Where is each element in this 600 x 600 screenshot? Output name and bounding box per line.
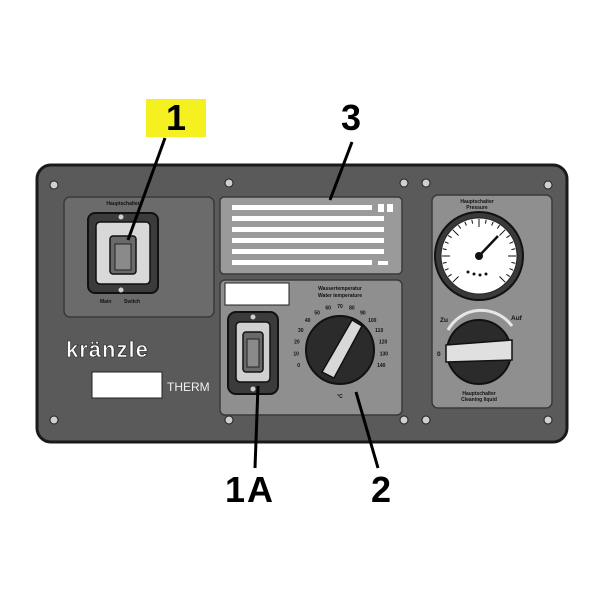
pressure-gauge-tick — [447, 234, 452, 239]
therm-label: THERM — [167, 380, 210, 394]
pressure-gauge-tick — [496, 224, 501, 229]
thermostat-scale-label: 30 — [298, 328, 304, 334]
main-switch-label-main: Main — [100, 299, 111, 305]
selector-label-top: Hauptschalter — [462, 391, 495, 397]
selector-label-open: Auf — [511, 315, 523, 322]
thermostat-label-top: Wassertemperatur — [318, 286, 362, 292]
pressure-gauge-tick — [484, 219, 487, 224]
thermostat-scale-label: 110 — [375, 328, 383, 334]
pressure-gauge-tick — [452, 276, 459, 283]
pressure-gauge-tick — [471, 219, 474, 224]
thermostat-scale-label: 0 — [297, 363, 300, 369]
pressure-gauge-tick — [457, 224, 462, 229]
pressure-label-top: Hauptschalter — [460, 199, 493, 205]
main-switch-label-switch: Switch — [124, 299, 140, 305]
pressure-gauge-tick — [452, 229, 459, 236]
leader-3 — [328, 141, 354, 201]
pressure-gauge-tick — [509, 241, 514, 244]
pressure-gauge-tick — [464, 221, 467, 226]
selector-label-closed: Zu — [440, 317, 448, 324]
thermostat-scale-label: 130 — [380, 351, 389, 357]
pressure-gauge-tick — [447, 273, 452, 278]
callout-label-plate: 3 — [341, 97, 362, 138]
pressure-gauge-dots — [466, 270, 488, 277]
thermostat-scale-label: 60 — [325, 306, 331, 312]
cleaning-liquid-knob-grip — [445, 339, 513, 363]
thermostat-scale-label: 50 — [314, 311, 320, 317]
burner-label-plate — [224, 282, 290, 306]
pressure-gauge-tick — [442, 261, 447, 264]
callout-temperature-knob: 2 — [371, 469, 392, 510]
pressure-gauge-tick — [509, 268, 514, 271]
pressure-gauge-tick — [444, 241, 449, 244]
thermostat-unit: °C — [337, 394, 343, 400]
pressure-gauge-needle — [478, 235, 499, 257]
thermostat-scale-label: 90 — [360, 311, 366, 317]
pressure-gauge-tick — [442, 248, 447, 251]
brand-logo: kränzle — [66, 337, 149, 362]
leader-1 — [126, 137, 167, 241]
thermostat-scale-label: 140 — [377, 363, 386, 369]
pressure-gauge-tick — [511, 261, 516, 264]
thermostat-scale-label: 70 — [337, 304, 343, 310]
thermostat-scale-label: 20 — [294, 339, 300, 345]
selector-label-zero: 0 — [437, 351, 441, 358]
mounting-screws — [49, 178, 553, 425]
callout-leaders — [126, 137, 380, 469]
thermostat-scale-label: 80 — [349, 306, 355, 312]
selector-label-sub: Cleaning liquid — [461, 397, 497, 403]
selector-arc — [446, 308, 514, 331]
pressure-gauge-tick — [491, 221, 494, 226]
pressure-gauge-tick — [506, 273, 511, 278]
pressure-label-sub: Pressure — [466, 205, 488, 211]
main-switch-label-top: Hauptschalter — [106, 201, 139, 207]
thermostat-scale-label: 40 — [305, 318, 311, 324]
pressure-gauge-tick — [511, 248, 516, 251]
pressure-gauge-tick — [444, 268, 449, 271]
pressure-gauge-tick — [499, 276, 506, 283]
pressure-gauge-ticks — [442, 219, 516, 283]
model-plate — [91, 371, 163, 399]
thermostat-scale-label: 10 — [293, 351, 299, 357]
thermostat-scale-label: 120 — [379, 339, 388, 345]
callout-main-switch: 1 — [146, 99, 206, 137]
leader-2 — [354, 391, 380, 469]
pressure-gauge-tick — [506, 234, 511, 239]
leader-1a — [253, 385, 260, 469]
label-plate-text-lines — [232, 204, 393, 265]
pressure-gauge-tick — [499, 229, 506, 236]
thermostat-scale-label: 100 — [368, 318, 377, 324]
thermostat-label-sub: Water temperature — [318, 293, 362, 299]
temperature-knob-grip — [320, 318, 363, 379]
callout-burner-switch: 1A — [225, 469, 276, 510]
